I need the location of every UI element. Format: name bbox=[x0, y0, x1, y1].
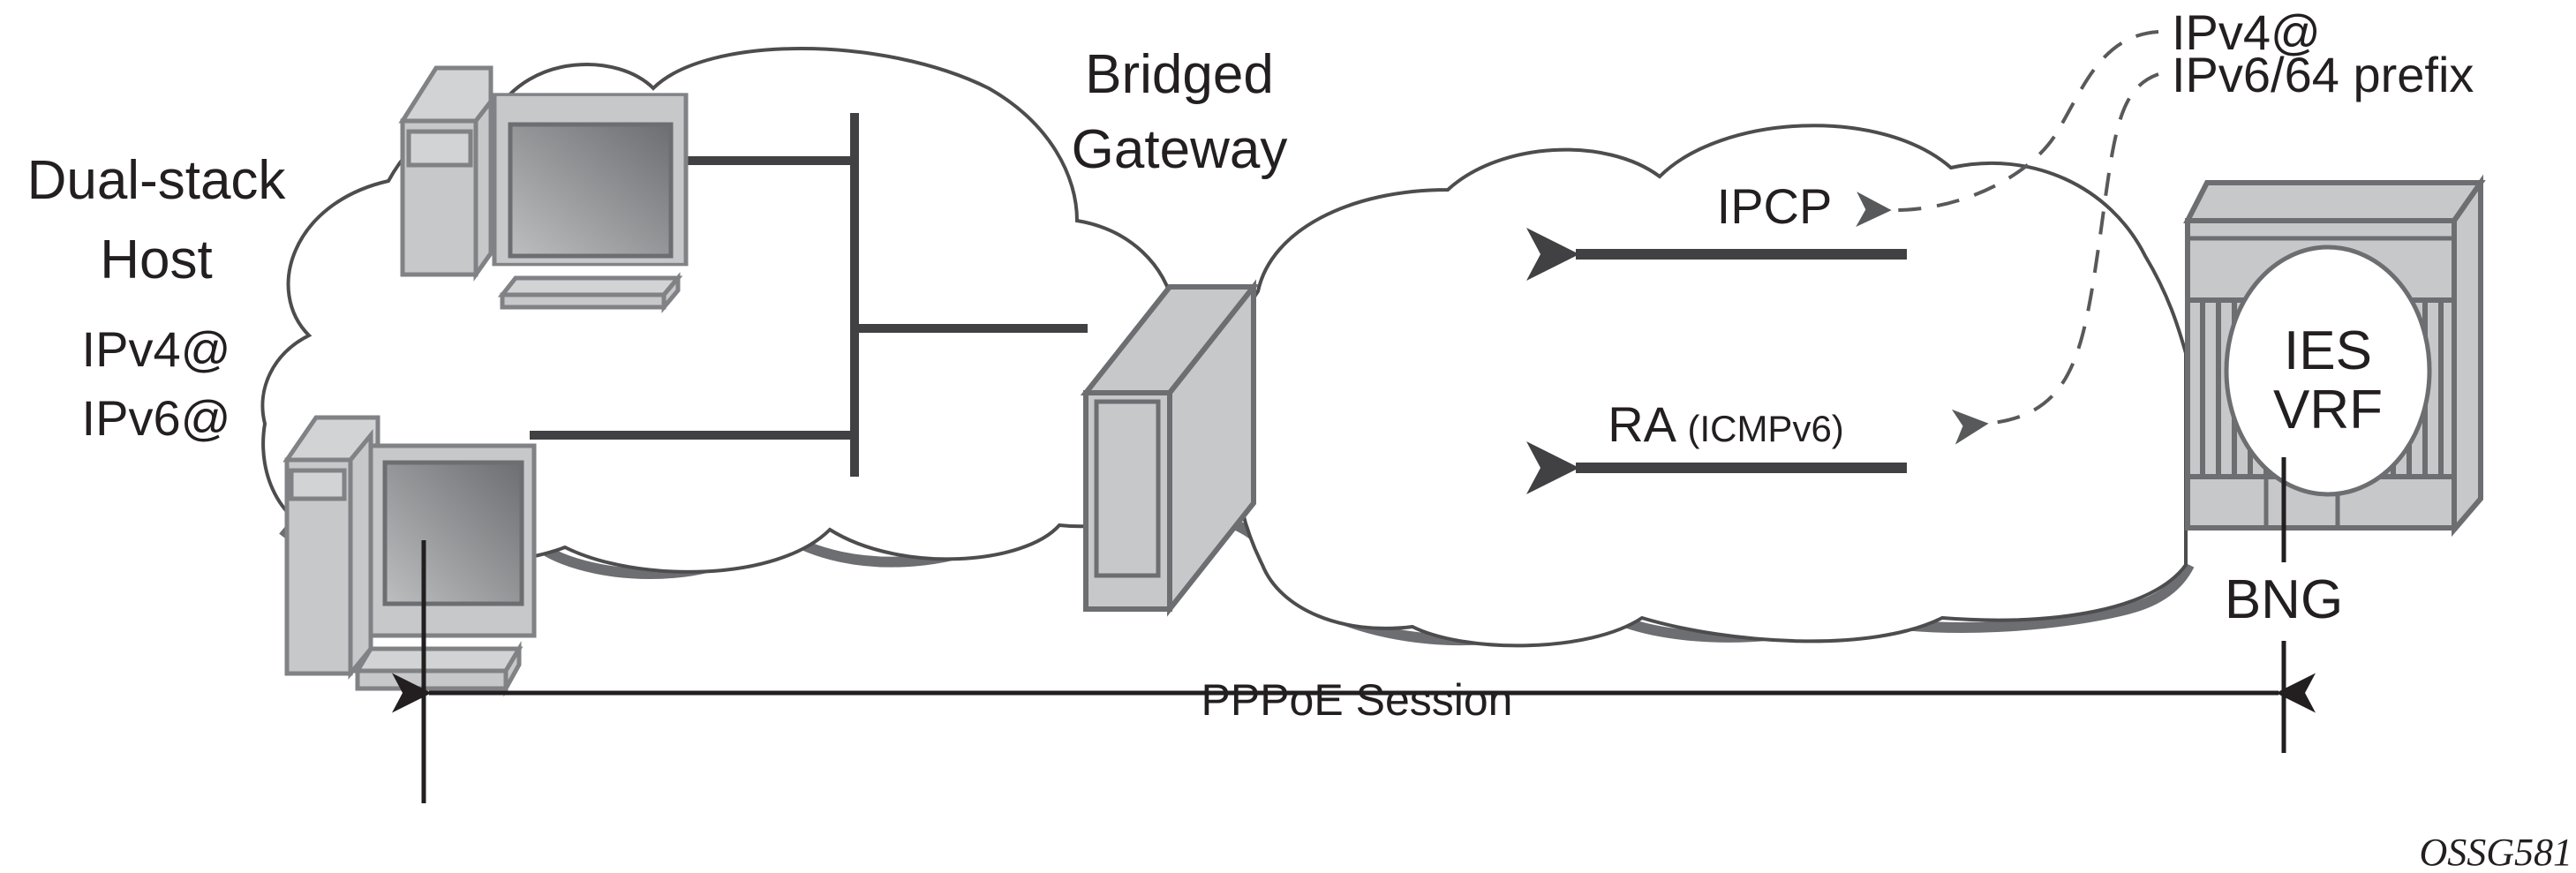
host-title-line2: Host bbox=[100, 230, 212, 290]
host-ipv6-address-label: IPv6@ bbox=[82, 390, 231, 446]
access-network-cloud bbox=[1216, 124, 2195, 648]
figure-id: OSSG581 bbox=[2419, 831, 2572, 873]
host-title-line1: Dual-stack bbox=[27, 150, 287, 211]
ipcp-label: IPCP bbox=[1717, 178, 1833, 234]
assigned-ipv6-prefix-label: IPv6/64 prefix bbox=[2172, 47, 2474, 102]
host-ipv4-address-label: IPv4@ bbox=[82, 321, 231, 377]
ipv6-prefix-assignment-dashed-arrow bbox=[1951, 72, 2159, 445]
lan-bus bbox=[530, 113, 1088, 477]
pppoe-session-label: PPPoE Session bbox=[1201, 675, 1513, 725]
gateway-label-line2: Gateway bbox=[1072, 119, 1288, 180]
bng-service-line1: IES bbox=[2284, 320, 2372, 381]
bng-service-line2: VRF bbox=[2273, 380, 2383, 440]
bridged-gateway-icon bbox=[1080, 279, 1260, 617]
computer-icon bbox=[282, 415, 537, 697]
ra-label-main: RA bbox=[1608, 396, 1676, 452]
gateway-label-line1: Bridged bbox=[1085, 44, 1274, 105]
ipv4-assignment-dashed-arrow bbox=[1856, 30, 2159, 228]
ies-vrf-service-ellipse bbox=[2224, 245, 2432, 497]
assigned-ipv4-label: IPv4@ bbox=[2172, 4, 2321, 60]
ra-label: RA (ICMPv6) bbox=[1608, 396, 1844, 452]
computer-icon bbox=[398, 65, 689, 313]
ra-label-protocol: (ICMPv6) bbox=[1687, 408, 1843, 449]
bng-label: BNG bbox=[2225, 569, 2343, 630]
